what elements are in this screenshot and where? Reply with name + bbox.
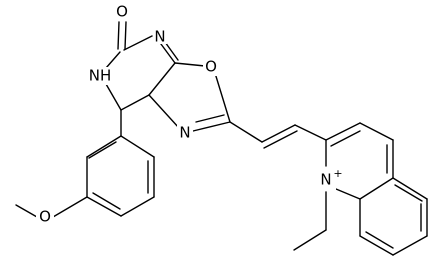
bond-q-c8a-c4a: [359, 177, 394, 200]
bond-ar-c4-c5: [120, 196, 155, 217]
atom-quinolinium-nitrogen: N: [320, 171, 331, 189]
bond-c-o-ring: [174, 62, 206, 67]
bond-q-c2-c3-b: [330, 130, 361, 147]
atom-methoxy-oxygen: O: [39, 208, 51, 226]
bond-vinyl-3: [294, 124, 327, 141]
bond-ar-o: [52, 196, 88, 218]
atom-ring-nitrogen: N: [179, 124, 190, 142]
bond-b-c4a-c5: [392, 177, 428, 200]
bond-n-ethyl-2: [293, 229, 327, 251]
bond-ar-c3-c4-inner: [92, 192, 121, 210]
bond-ar-c6-c1: [120, 135, 155, 158]
bond-c2-n-1: [192, 121, 231, 132]
bond-ar-c1-c2-inner: [88, 141, 117, 159]
bond-o-me: [15, 204, 38, 218]
bond-q-n-c8a: [335, 188, 361, 200]
bonds: [15, 21, 428, 256]
atom-ring-oxygen: O: [205, 58, 217, 76]
bond-b-c6-c7: [392, 235, 428, 256]
bond-n-c-fuse-2: [164, 41, 179, 61]
bond-c-c-fuse: [120, 94, 150, 111]
bond-ar-c1-c2: [86, 135, 122, 158]
bond-b-c7-c8-a: [359, 235, 394, 256]
bond-nh-c: [105, 83, 122, 111]
bond-vinyl-2a: [261, 124, 296, 143]
bond-q-c2-c3-a: [325, 122, 361, 141]
bond-c-o-2: [124, 21, 127, 50]
atom-carbonyl-oxygen: O: [116, 3, 128, 21]
bond-vinyl-2b: [263, 130, 298, 149]
bond-c-o-1: [117, 21, 120, 50]
bond-c-n-top: [123, 35, 153, 51]
positive-charge: +: [333, 167, 342, 180]
bond-ar-c3-c4: [86, 196, 122, 217]
bond-fuse-fuse: [148, 62, 176, 96]
bond-c2-n-2: [195, 114, 225, 123]
bond-c-nh: [105, 51, 121, 69]
bond-n-fuse: [148, 94, 180, 129]
atom-nh: NH: [89, 67, 112, 85]
bond-b-c4a-inner: [394, 184, 423, 202]
bond-q-c3-c4: [359, 122, 394, 141]
bond-vinyl-1: [229, 121, 263, 143]
bond-o-c2: [214, 72, 231, 123]
atom-imine-nitrogen: N: [154, 28, 165, 46]
atom-labels: O N NH O N N + O: [36, 2, 343, 226]
bond-b-c7-c8-b: [365, 231, 394, 249]
